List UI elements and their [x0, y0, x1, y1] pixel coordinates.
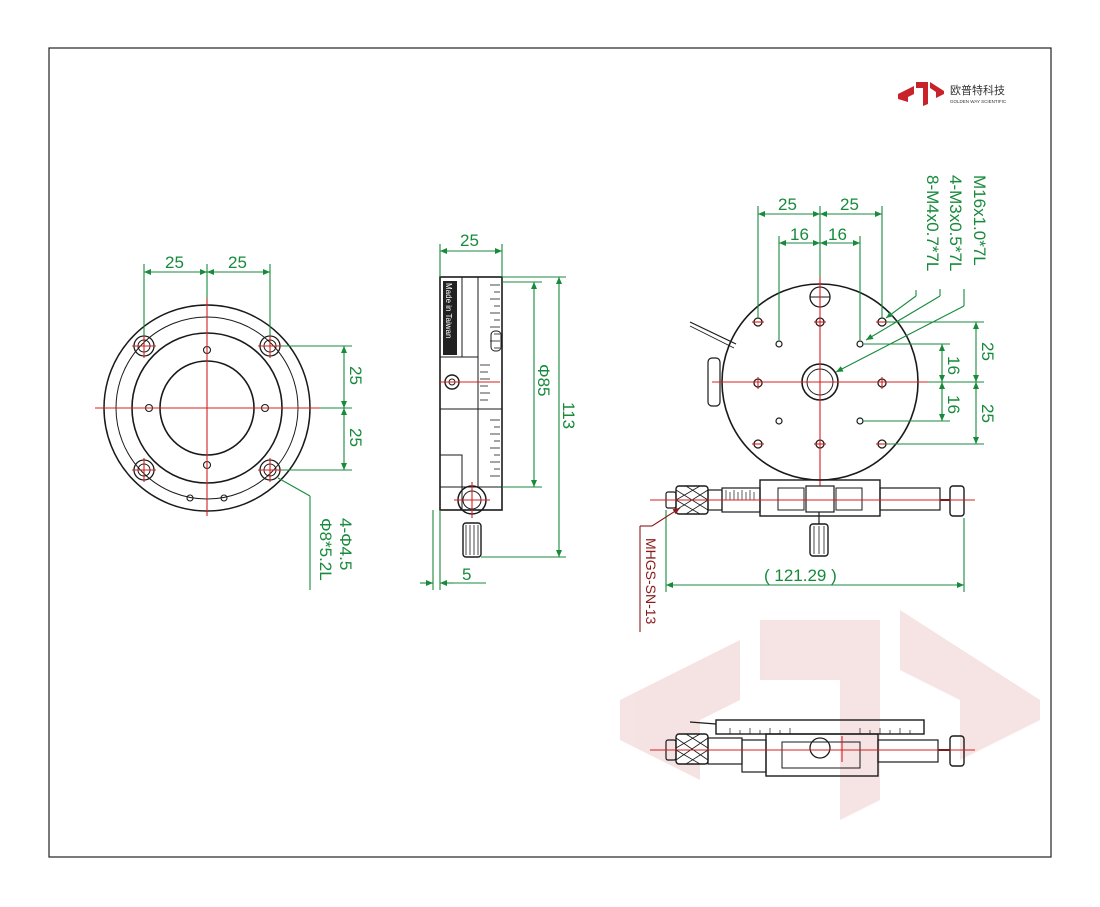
brand-logo: 欧普特科技 GOLDEN WAY SCIENTIFIC	[898, 82, 1007, 106]
side-dim-width: 25	[460, 231, 479, 250]
elevation-center-icon	[809, 737, 831, 759]
top-dim-25-lower: 25	[978, 404, 997, 423]
callout-m16: M16x1.0*7L	[970, 175, 989, 266]
brand-name: 欧普特科技	[950, 83, 1005, 97]
callout-m4: 8-M4x0.7*7L	[923, 175, 942, 271]
brand-tagline: GOLDEN WAY SCIENTIFIC	[950, 99, 1007, 104]
side-dim-offset: 5	[462, 565, 471, 584]
drawing-frame	[48, 47, 1052, 858]
front-hole-callout-1: 4-Φ4.5	[336, 518, 355, 570]
top-dim-16-right: 16	[828, 225, 847, 244]
side-dim-diameter: Φ85	[534, 364, 553, 396]
front-dim-25-right: 25	[228, 253, 247, 272]
front-view: 25 25 25 25 4-Φ4.5 Φ8*5.2L	[95, 253, 365, 590]
top-dim-25-left: 25	[778, 195, 797, 214]
model-label: MHGS-SN-13	[643, 538, 659, 625]
callout-m3: 4-M3x0.5*7L	[946, 175, 965, 271]
side-view: Made in Taiwan	[420, 231, 578, 590]
front-dim-25-left: 25	[165, 253, 184, 272]
front-dim-25-upper: 25	[346, 366, 365, 385]
brand-mark-icon	[898, 82, 944, 106]
micrometer-knob-icon	[462, 522, 482, 558]
top-dim-16-left: 16	[790, 225, 809, 244]
front-elevation-view	[650, 719, 975, 777]
scale-ticks	[480, 284, 500, 477]
watermark-logo	[620, 610, 1040, 820]
top-dim-16-upper: 16	[944, 356, 963, 375]
top-dim-16-lower: 16	[944, 395, 963, 414]
made-in-label-box	[443, 281, 457, 355]
front-hole-callout-2: Φ8*5.2L	[316, 518, 335, 581]
top-dim-25-right: 25	[840, 195, 859, 214]
made-in-label: Made in Taiwan	[444, 283, 453, 338]
top-view: 25 25 16 16 M16x1.0*7L 4-M3x0.5*7L 8-M4x…	[639, 175, 997, 632]
side-dim-height: 113	[559, 402, 578, 429]
top-dim-total: ( 121.29 )	[764, 566, 837, 585]
front-dim-25-lower: 25	[346, 428, 365, 447]
top-dim-25-upper: 25	[978, 342, 997, 361]
